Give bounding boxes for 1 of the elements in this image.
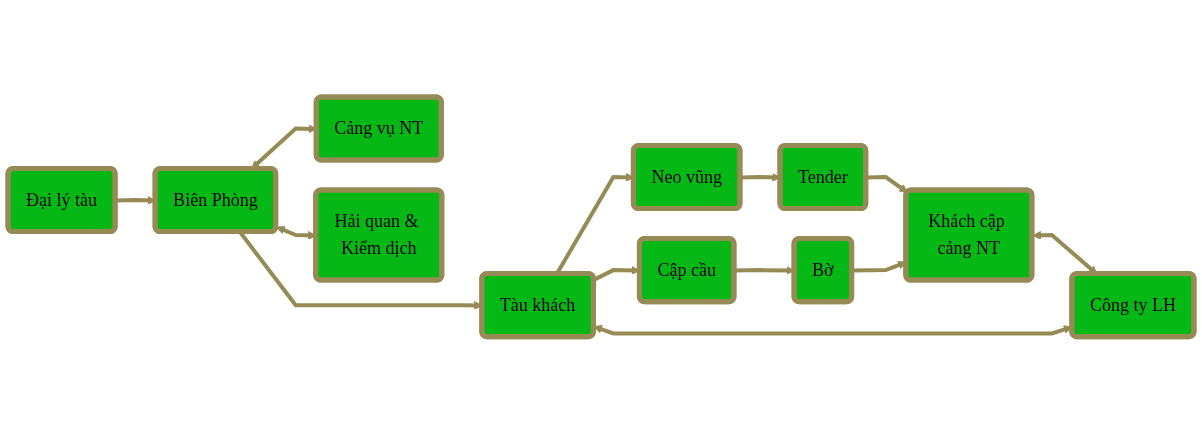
arrow <box>866 175 908 193</box>
